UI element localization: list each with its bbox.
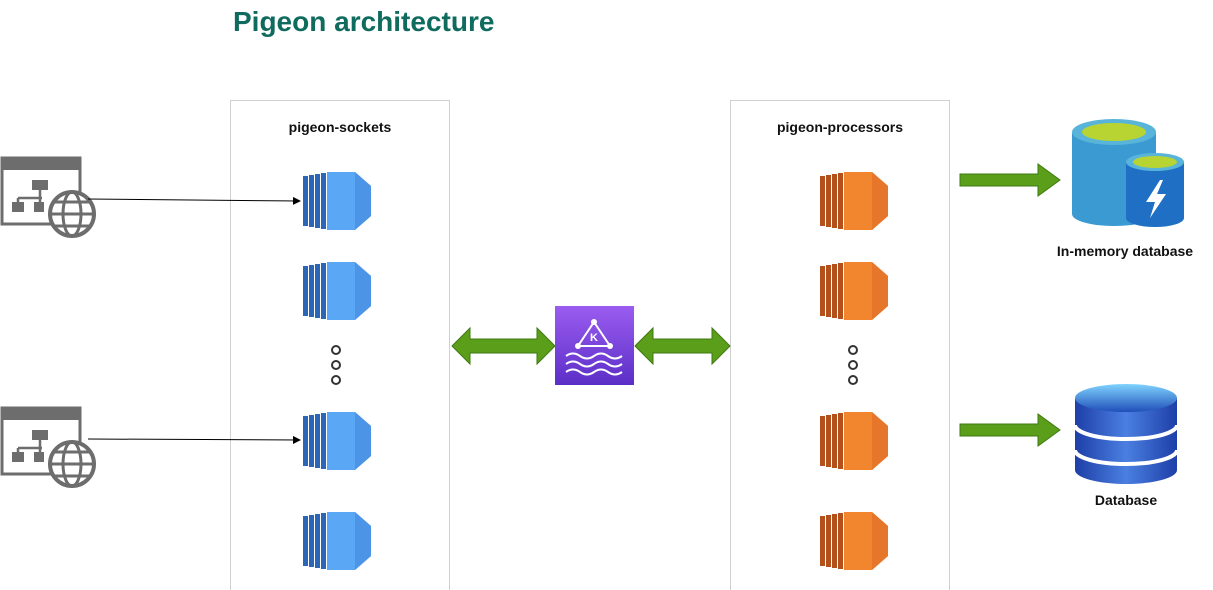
socket-instance-4-icon <box>303 512 371 570</box>
arrow-to-inmemory <box>959 163 1061 197</box>
socket-instance-2-icon <box>303 262 371 320</box>
kafka-broker-icon: K <box>555 306 634 385</box>
processor-ellipsis-icon <box>848 345 858 385</box>
web-client-bottom-icon <box>0 406 96 488</box>
double-arrow-left <box>451 326 556 366</box>
socket-ellipsis-icon <box>331 345 341 385</box>
client-bottom-connection <box>87 435 301 444</box>
pigeon-processors-panel: pigeon-processors <box>730 100 950 590</box>
socket-instance-3-icon <box>303 412 371 470</box>
double-arrow-right <box>634 326 731 366</box>
client-top-connection <box>87 196 301 205</box>
processor-instance-3-icon <box>820 412 888 470</box>
inmemory-database-icon <box>1072 119 1184 227</box>
pigeon-processors-label: pigeon-processors <box>776 119 904 135</box>
processor-instance-4-icon <box>820 512 888 570</box>
svg-text:K: K <box>590 332 598 344</box>
processor-instance-2-icon <box>820 262 888 320</box>
arrow-to-database <box>959 413 1061 447</box>
socket-instance-1-icon <box>303 172 371 230</box>
pigeon-sockets-label: pigeon-sockets <box>288 119 392 135</box>
page-title: Pigeon architecture <box>233 6 495 37</box>
database-label: Database <box>1094 492 1158 508</box>
database-icon <box>1073 384 1179 484</box>
pigeon-sockets-panel: pigeon-sockets <box>230 100 450 590</box>
processor-instance-1-icon <box>820 172 888 230</box>
web-client-top-icon <box>0 156 96 238</box>
inmemory-database-label: In-memory database <box>1056 243 1194 259</box>
